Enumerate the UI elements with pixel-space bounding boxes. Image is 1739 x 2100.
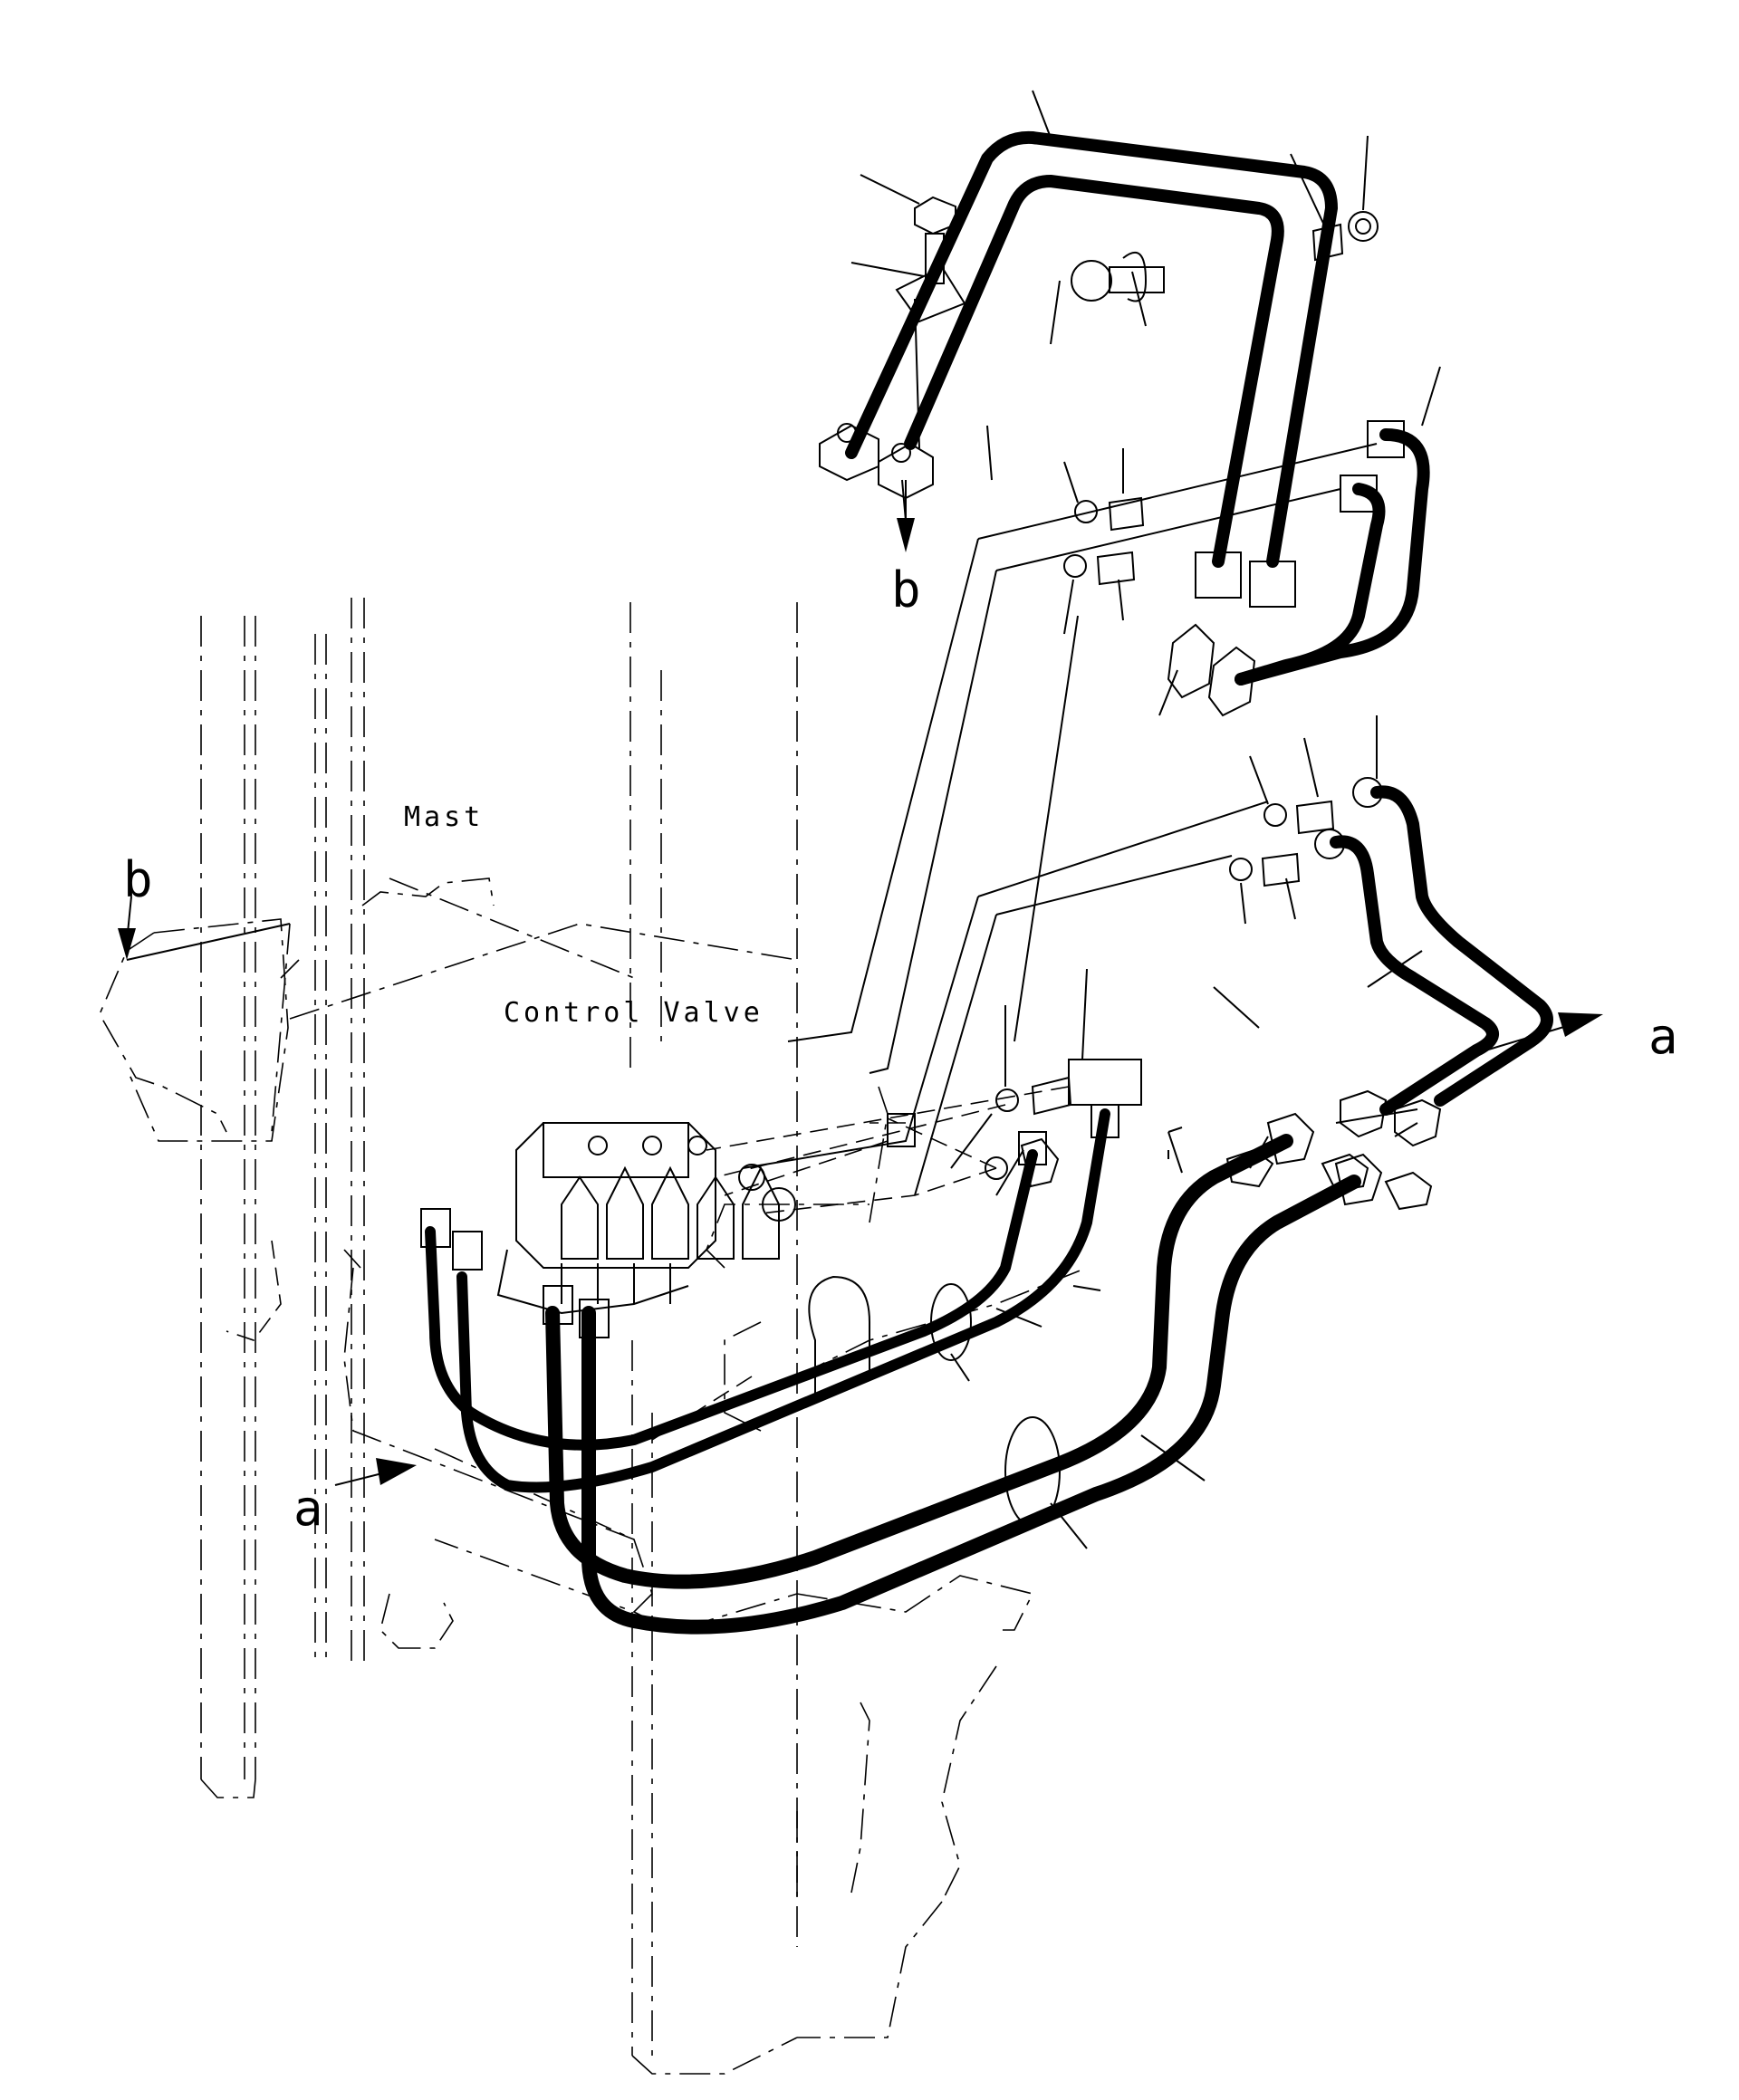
upper-pipes	[819, 130, 1430, 717]
mast-label: Mast	[404, 801, 484, 833]
mast-outline	[99, 598, 1088, 2075]
top-hardware	[895, 196, 1442, 1211]
arrow-b-top-icon	[897, 518, 915, 552]
arrow-b-left-icon	[118, 928, 136, 960]
section-b-left-label: b	[123, 851, 153, 908]
control-valve	[496, 1113, 916, 1315]
section-b-top-label: b	[891, 561, 921, 618]
middle-pipes	[1314, 777, 1553, 1116]
leader-lines	[126, 90, 1441, 1549]
hoses	[420, 1104, 1383, 1635]
section-a-right-label: a	[1648, 1008, 1678, 1065]
section-arrows	[118, 480, 1603, 1486]
control-valve-label: Control Valve	[504, 997, 764, 1029]
arrow-a-left-icon	[376, 1458, 417, 1485]
arrow-a-right-icon	[1558, 1012, 1603, 1037]
section-a-left-label: a	[293, 1480, 323, 1537]
